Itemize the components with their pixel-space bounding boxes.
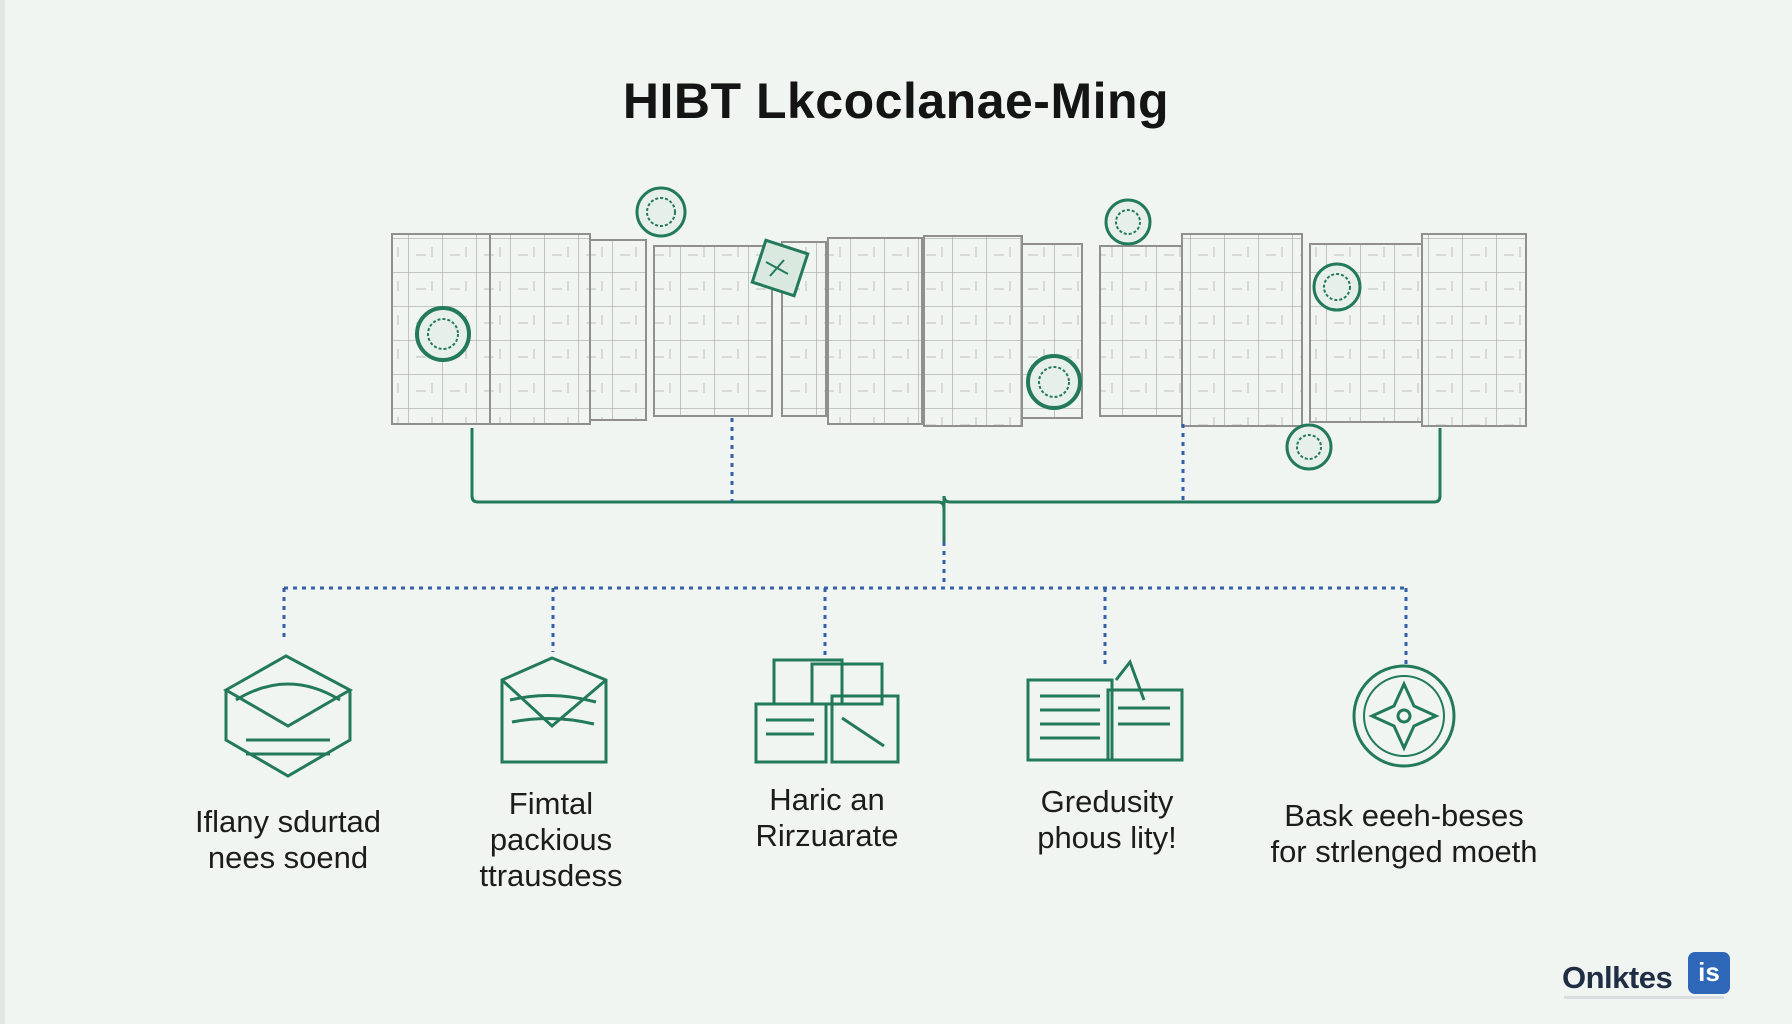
map-panel-1 <box>391 233 647 425</box>
category-label-4: Gredusity phous lity! <box>1037 784 1177 855</box>
map-panel-5 <box>1309 233 1527 427</box>
logo-badge: is <box>1688 952 1730 994</box>
map-panel-2 <box>653 241 827 417</box>
dotted-distribution-lines <box>282 542 1408 668</box>
documents-stack-icon <box>754 658 900 764</box>
marker-badge-3 <box>750 238 810 298</box>
brand-logo: Onlktes is <box>1562 952 1742 999</box>
diagram-title: HIBT Lkcoclanae-Ming <box>622 73 1170 129</box>
marker-badge-4 <box>1026 354 1082 410</box>
category-label-1: Iflany sdurtad nees soend <box>194 804 382 875</box>
logo-underline <box>1564 996 1724 999</box>
marker-badge-7 <box>1285 423 1333 471</box>
bracket-connector <box>470 418 1442 542</box>
map-panel-strip <box>391 233 1527 427</box>
logo-text: Onlktes <box>1562 960 1673 995</box>
open-box-icon <box>222 654 354 778</box>
marker-badge-2 <box>415 306 471 362</box>
marker-badge-6 <box>1312 262 1362 312</box>
newspaper-icon <box>1026 658 1184 762</box>
mandala-seal-icon <box>1352 664 1456 768</box>
left-edge-border <box>0 0 5 1024</box>
map-panel-4 <box>1099 233 1303 427</box>
category-label-5: Bask eeeh-beses for strlenged moeth <box>1270 798 1538 869</box>
marker-badge-5 <box>1104 198 1152 246</box>
category-label-2: Fimtal packious ttrausdess <box>479 786 623 893</box>
category-label-3: Haric an Rirzuarate <box>755 782 899 853</box>
marker-badge-1 <box>635 186 687 238</box>
folded-envelope-icon <box>500 656 608 764</box>
